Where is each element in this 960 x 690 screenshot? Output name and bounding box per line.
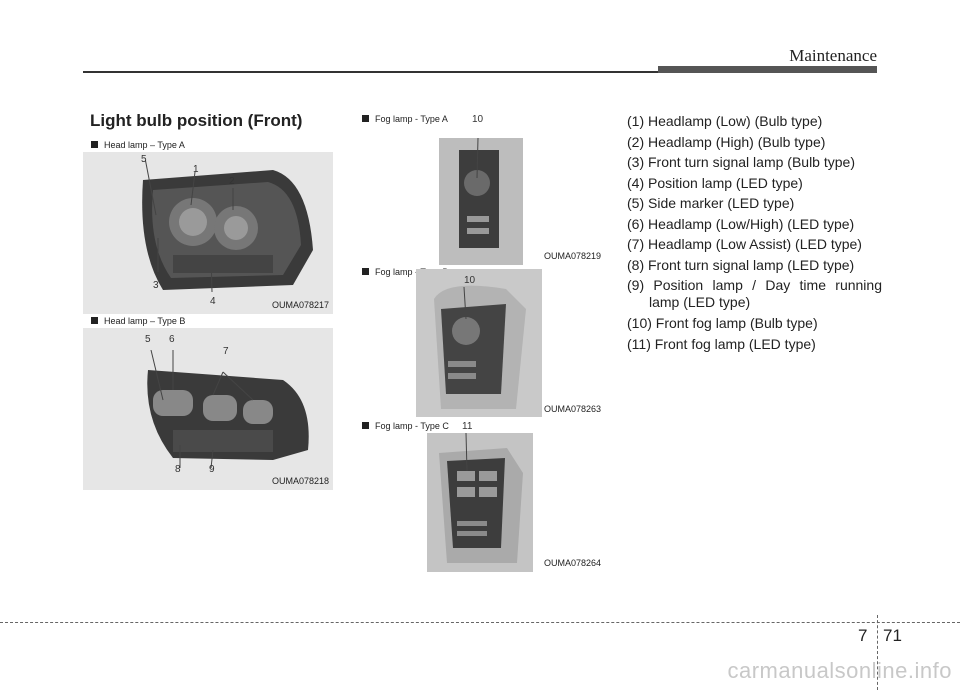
- legend-item: (5) Side marker (LED type): [627, 195, 795, 211]
- legend-item: (11) Front fog lamp (LED type): [627, 335, 816, 352]
- fog-lamp-type-c-illustration: [427, 433, 533, 572]
- figure-label: Fog lamp - Type C: [375, 421, 449, 431]
- callout-4: 4: [210, 296, 216, 307]
- figure-header: Fog lamp - Type C: [354, 419, 605, 433]
- header-rule: [83, 71, 658, 73]
- footer-rule: [0, 622, 960, 623]
- headlamp-type-b-illustration: [147, 350, 309, 469]
- figure-code: OUMA078263: [543, 404, 601, 414]
- header-rule-accent: [658, 66, 877, 73]
- legend-item: (10) Front fog lamp (Bulb type): [627, 315, 818, 331]
- callout-6: 6: [169, 334, 175, 345]
- figure-fog-lamp-type-a: Fog lamp - Type A 10 OUMA078219: [354, 112, 605, 265]
- chapter-number: 7: [858, 626, 868, 645]
- legend-item: (2) Headlamp (High) (Bulb type): [627, 133, 826, 150]
- figure-header: Head lamp – Type B: [83, 314, 333, 328]
- figure-label: Head lamp – Type A: [104, 140, 185, 150]
- figure-label: Head lamp – Type B: [104, 316, 186, 326]
- callout-2: 2: [229, 176, 235, 187]
- callout-1: 1: [193, 164, 199, 175]
- section-title: Light bulb position (Front): [90, 111, 303, 130]
- square-bullet-icon: [362, 115, 369, 122]
- callout-8: 8: [175, 464, 181, 475]
- callout-11: 11: [462, 421, 473, 432]
- callout-10: 10: [464, 275, 476, 286]
- legend-item: (6) Headlamp (Low/High) (LED type): [627, 215, 855, 232]
- figure-header: Fog lamp - Type A: [354, 112, 605, 126]
- fog-lamp-type-b-illustration: [416, 269, 542, 417]
- figure-label: Fog lamp - Type A: [375, 114, 448, 124]
- figure-header: Head lamp – Type A: [83, 138, 333, 152]
- legend-item: (1) Headlamp (Low) (Bulb type): [627, 113, 823, 129]
- header-title: Maintenance: [789, 46, 877, 65]
- legend-item: (3) Front turn signal lamp (Bulb type): [627, 154, 855, 170]
- square-bullet-icon: [362, 422, 369, 429]
- figure-code: OUMA078218: [271, 476, 329, 486]
- headlamp-type-a-illustration: [142, 160, 313, 293]
- page-number: 71: [883, 626, 902, 645]
- legend-item: (9) Position lamp / Day time running lam…: [627, 277, 882, 310]
- figure-fog-lamp-type-b: Fog lamp - Type B 10 OUMA078263: [354, 265, 605, 418]
- figure-head-lamp-type-b: Head lamp – Type B 5 6 7 8 9 OUMA078218: [83, 314, 333, 490]
- figure-code: OUMA078264: [543, 558, 601, 568]
- callout-3: 3: [153, 280, 159, 291]
- legend-item: (7) Headlamp (Low Assist) (LED type): [627, 236, 862, 252]
- callout-9: 9: [209, 464, 215, 475]
- figure-head-lamp-type-a: Head lamp – Type A 5 1 2 3 4 OUMA078217: [83, 138, 333, 314]
- legend-item: (8) Front turn signal lamp (LED type): [627, 256, 855, 273]
- figure-label: Fog lamp - Type B: [375, 267, 449, 277]
- square-bullet-icon: [91, 141, 98, 148]
- watermark: carmanualsonline.info: [727, 658, 952, 683]
- legend-item: (4) Position lamp (LED type): [627, 174, 803, 191]
- bulb-legend-list: (1) Headlamp (Low) (Bulb type) (2) Headl…: [627, 111, 882, 354]
- figure-code: OUMA078219: [543, 251, 601, 261]
- fog-lamp-type-a-illustration: [439, 138, 523, 265]
- callout-5: 5: [141, 154, 147, 165]
- callout-5: 5: [145, 334, 151, 345]
- figure-code: OUMA078217: [271, 300, 329, 310]
- square-bullet-icon: [91, 317, 98, 324]
- square-bullet-icon: [362, 268, 369, 275]
- page-divider: [877, 615, 878, 690]
- figure-fog-lamp-type-c: Fog lamp - Type C 11 OUMA078264: [354, 419, 605, 572]
- callout-7: 7: [223, 346, 229, 357]
- callout-10: 10: [472, 114, 484, 125]
